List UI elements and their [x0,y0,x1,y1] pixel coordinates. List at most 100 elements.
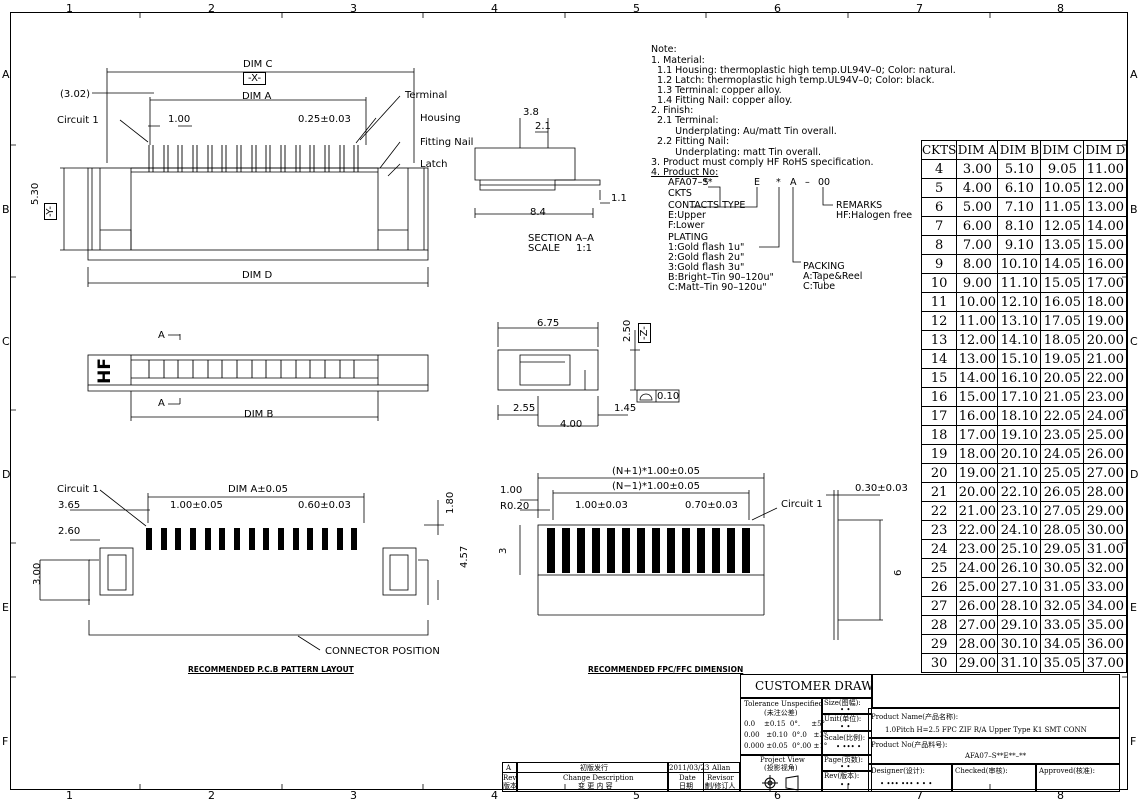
table-cell: 17 [920,406,958,426]
section-dim-8-4: 8.4 [530,207,546,218]
zone-row-b-right: B [1130,203,1138,216]
terminal-label: Terminal [405,90,448,101]
unit-label: Unit(单位): [824,715,862,723]
table-cell: 18.05 [1040,330,1085,350]
table-cell: 11.00 [1083,159,1128,179]
table-cell: 23.00 [956,539,999,559]
table-cell: 20.10 [997,444,1042,464]
table-cell: 32.05 [1040,596,1085,616]
table-cell: 29.00 [1083,501,1128,521]
note-line: 2.2 Fitting Nail: [651,136,730,147]
customer-drawing-title: CUSTOMER DRAWING [755,679,899,693]
zone-row-d: D [2,468,11,481]
table-cell: 21 [920,482,958,502]
table-cell: 15.00 [1083,235,1128,255]
table-cell: 10.10 [997,254,1042,274]
pn-plating-opt: C:Matt–Tin 90–120u" [668,282,767,293]
side-view-geometry [497,322,680,427]
x-datum: -X- [243,72,267,85]
table-cell: 17.10 [997,387,1042,407]
pcb-dim-4-57: 4.57 [459,545,470,568]
pn-plating-opt: 2:Gold flash 2u" [668,252,745,263]
table-cell: 11.10 [997,273,1042,293]
table-cell: 14.00 [956,368,999,388]
table-cell: 20.00 [956,482,999,502]
zone-col-4: 4 [491,2,498,15]
table-cell: 32.00 [1083,558,1128,578]
pcb-dim-3-65: 3.65 [58,500,81,511]
pcb-pads [146,528,357,550]
table-cell: 30.05 [1040,558,1085,578]
table-cell: 20 [920,463,958,483]
table-cell: 10.00 [956,292,999,312]
table-cell: 12.10 [997,292,1042,312]
table-cell: 19.00 [956,463,999,483]
zone-col-3-bottom: 3 [350,789,357,802]
front-view-geometry [87,334,429,421]
dim-b-label: DIM B [244,409,274,420]
table-cell: 28.10 [997,596,1042,616]
col-header-ckts: CKTS [920,140,958,160]
checked-label: Checked(审核): [955,767,1008,775]
zone-row-a: A [2,68,10,81]
table-cell: 22.05 [1040,406,1085,426]
note-line: 1.2 Latch: thermoplastic high temp.UL94V… [651,75,935,86]
table-cell: 16.05 [1040,292,1085,312]
table-cell: 21.00 [956,501,999,521]
table-cell: 4.00 [956,178,999,198]
table-cell: 7.00 [956,235,999,255]
table-cell: 26.00 [1083,444,1128,464]
terminal-width-dim: 0.25±0.03 [298,114,351,125]
table-cell: 19 [920,444,958,464]
pn-packing-code: A [790,177,797,188]
zone-col-1: 1 [66,2,73,15]
table-cell: 35.00 [1083,615,1128,635]
table-cell: 29 [920,634,958,654]
table-cell: 12 [920,311,958,331]
table-cell: 12.00 [1083,178,1128,198]
tolerance-row: 0.000 ±0.05 0°.00 ±1° [744,742,828,750]
table-cell: 26.10 [997,558,1042,578]
table-cell: 21.10 [997,463,1042,483]
pn-contacts-opt: F:Lower [668,220,705,231]
pn-remarks: REMARKS [836,200,883,211]
table-cell: 23.00 [1083,387,1128,407]
dim-a-label: DIM A [242,91,272,102]
table-cell: 18.00 [1083,292,1128,312]
table-cell: 7 [920,216,958,236]
offset-dim: (3.02) [60,89,91,100]
table-cell: 9.05 [1040,159,1085,179]
table-cell: 23 [920,520,958,540]
pitch-dim: 1.00 [168,114,191,125]
dim-c-label: DIM C [243,59,273,70]
note-line: 1.4 Fitting Nail: copper alloy. [651,95,793,106]
table-cell: 6.10 [997,178,1042,198]
section-a-bottom: A [158,398,165,409]
page-value: • • [840,763,851,771]
fpc-n-minus: (N−1)*1.00±0.05 [612,481,700,492]
pn-packing-opt: A:Tape&Reel [803,271,863,282]
table-cell: 37.00 [1083,653,1128,673]
drawing-frame [10,12,1128,790]
pn-contacts-type: CONTACTS TYPE [668,200,746,211]
table-cell: 25 [920,558,958,578]
table-cell: 27.10 [997,577,1042,597]
project-view-label: Project View [760,756,805,764]
part-number-lines [690,186,833,263]
section-dim-2-1: 2.1 [535,121,551,132]
table-cell: 3.00 [956,159,999,179]
section-view-geometry [474,118,610,218]
pcb-title: RECOMMENDED P.C.B PATTERN LAYOUT [188,665,354,674]
table-cell: 19.05 [1040,349,1085,369]
tolerance-row: 0.0 ±0.15 0°. ±5° [744,720,826,728]
pcb-dim-1-80: 1.80 [445,491,456,514]
section-dim-1-1: 1.1 [611,193,627,204]
pn-remarks-opt: HF:Halogen free [836,210,913,221]
zone-col-2: 2 [208,2,215,15]
table-cell: 5 [920,178,958,198]
